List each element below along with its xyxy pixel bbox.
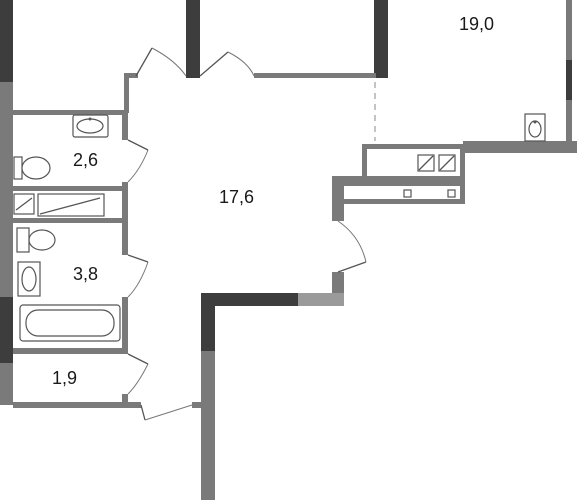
wall-niche-right (460, 144, 465, 204)
door-storage[interactable] (127, 353, 149, 395)
wall-wc-right-low (122, 182, 128, 227)
room-area-label: 1,9 (52, 368, 77, 388)
sink-icon (524, 113, 546, 142)
exterior-wall-left-bottom (0, 297, 13, 363)
wall-right-room-corner (566, 60, 572, 100)
wall-top-stub-left (124, 73, 129, 113)
exterior-wall-left-top (0, 0, 13, 82)
wall-hall-lower-column (201, 351, 215, 500)
door-wc[interactable] (127, 139, 149, 183)
wall-bath-right-low (122, 297, 128, 354)
wall-wc-top (13, 110, 128, 115)
toilet-icon (13, 156, 51, 180)
wall-bath-bottom (13, 348, 128, 354)
door-bathroom[interactable] (127, 254, 149, 298)
room-area-label: 2,6 (73, 150, 98, 170)
wall-hall-lower-stub (332, 272, 344, 295)
partition-wall-top-1 (186, 0, 200, 78)
doors (127, 47, 367, 421)
wall-bedroom-bottom (254, 73, 376, 78)
wall-niche-mid (332, 176, 465, 186)
wall-niche-bottom (332, 199, 465, 204)
door-bedroom[interactable] (199, 51, 255, 77)
toilet-icon (16, 227, 56, 253)
wall-hall-lower-dark (201, 293, 298, 306)
outlet-icon (403, 189, 456, 198)
area-labels: 19,0 17,6 2,6 3,8 1,9 (52, 14, 494, 388)
wall-right-room-bottom (463, 141, 577, 153)
sink-icon (72, 114, 109, 138)
exterior-wall-left-mid (0, 82, 13, 297)
door-entrance[interactable] (337, 220, 367, 273)
wall-storage-bottom (13, 402, 141, 408)
wall-niche-step (332, 176, 344, 221)
wall-left-room-bottom (124, 73, 138, 78)
fixtures (13, 113, 546, 342)
wall-wc-right (122, 110, 128, 140)
partition-wall-top-2 (374, 0, 388, 78)
room-area-label: 19,0 (459, 14, 494, 34)
room-area-label: 17,6 (219, 187, 254, 207)
wall-duct-bottom (13, 218, 128, 223)
wall-bottom-right-seg (192, 402, 214, 408)
wall-storage-right (122, 394, 128, 408)
wall-niche-top (362, 144, 465, 149)
bathtub-icon (19, 304, 121, 342)
washing-machine-icon (13, 193, 105, 217)
sink-icon (17, 261, 41, 297)
appliance-icon (417, 154, 456, 172)
door-left-room[interactable] (135, 47, 187, 77)
wall-hall-lower-vertical (201, 293, 215, 351)
door-bottom[interactable] (140, 404, 193, 421)
wall-niche-left (362, 144, 367, 176)
exterior-wall-left-low (0, 363, 13, 405)
room-area-label: 3,8 (73, 264, 98, 284)
wall-bath-right (122, 223, 128, 255)
wall-wc-bottom (13, 186, 128, 191)
wall-hall-lower (298, 293, 344, 306)
